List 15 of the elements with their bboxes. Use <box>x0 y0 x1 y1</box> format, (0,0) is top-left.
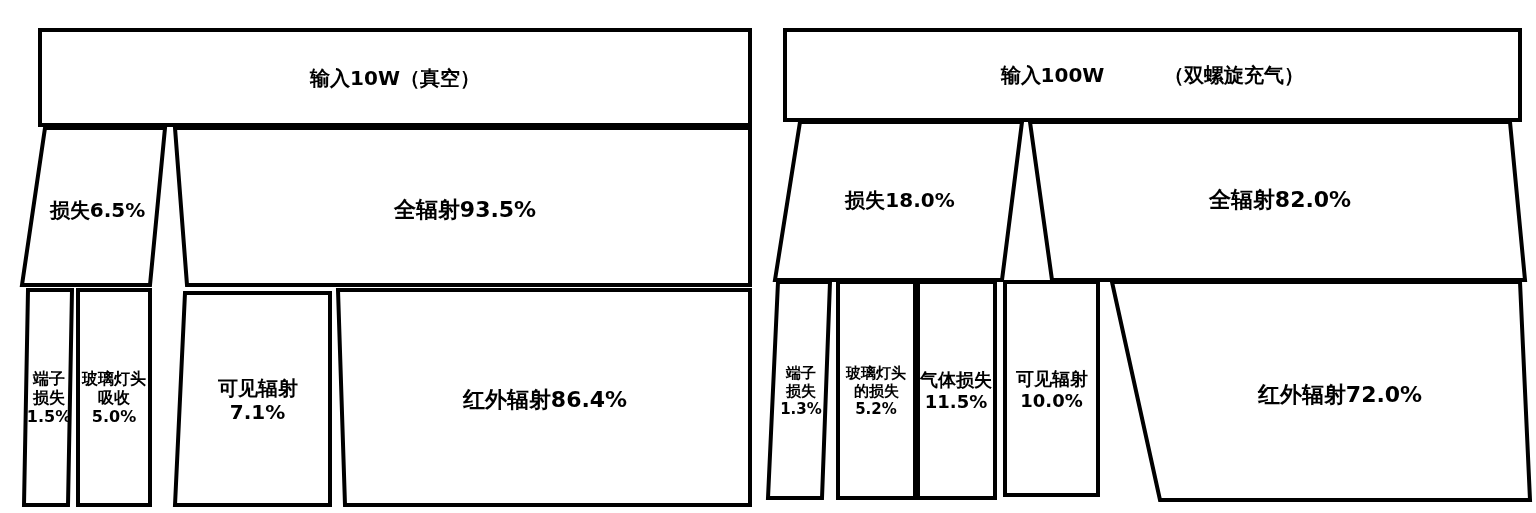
block-label: 输入100W <box>1000 63 1105 87</box>
block-label: 端子损失1.3% <box>779 363 823 418</box>
block-label: 损失18.0% <box>845 188 955 212</box>
block-label: 全辐射93.5% <box>393 196 537 224</box>
block-label: 可见辐射7.1% <box>216 376 299 424</box>
block-label: （双螺旋充气） <box>1164 63 1305 87</box>
block-label: 红外辐射72.0% <box>1257 381 1423 409</box>
block-label: 可见辐射10.0% <box>1014 368 1089 412</box>
block-label: 玻璃灯头吸收5.0% <box>82 368 146 427</box>
block-label: 玻璃灯头的损失5.2% <box>844 363 907 418</box>
block-label: 输入10W（真空） <box>310 65 480 90</box>
block-label: 损失6.5% <box>49 198 146 222</box>
block-label: 气体损失11.5% <box>920 368 992 413</box>
block-label: 全辐射82.0% <box>1208 186 1352 214</box>
block-label: 红外辐射86.4% <box>462 386 628 414</box>
